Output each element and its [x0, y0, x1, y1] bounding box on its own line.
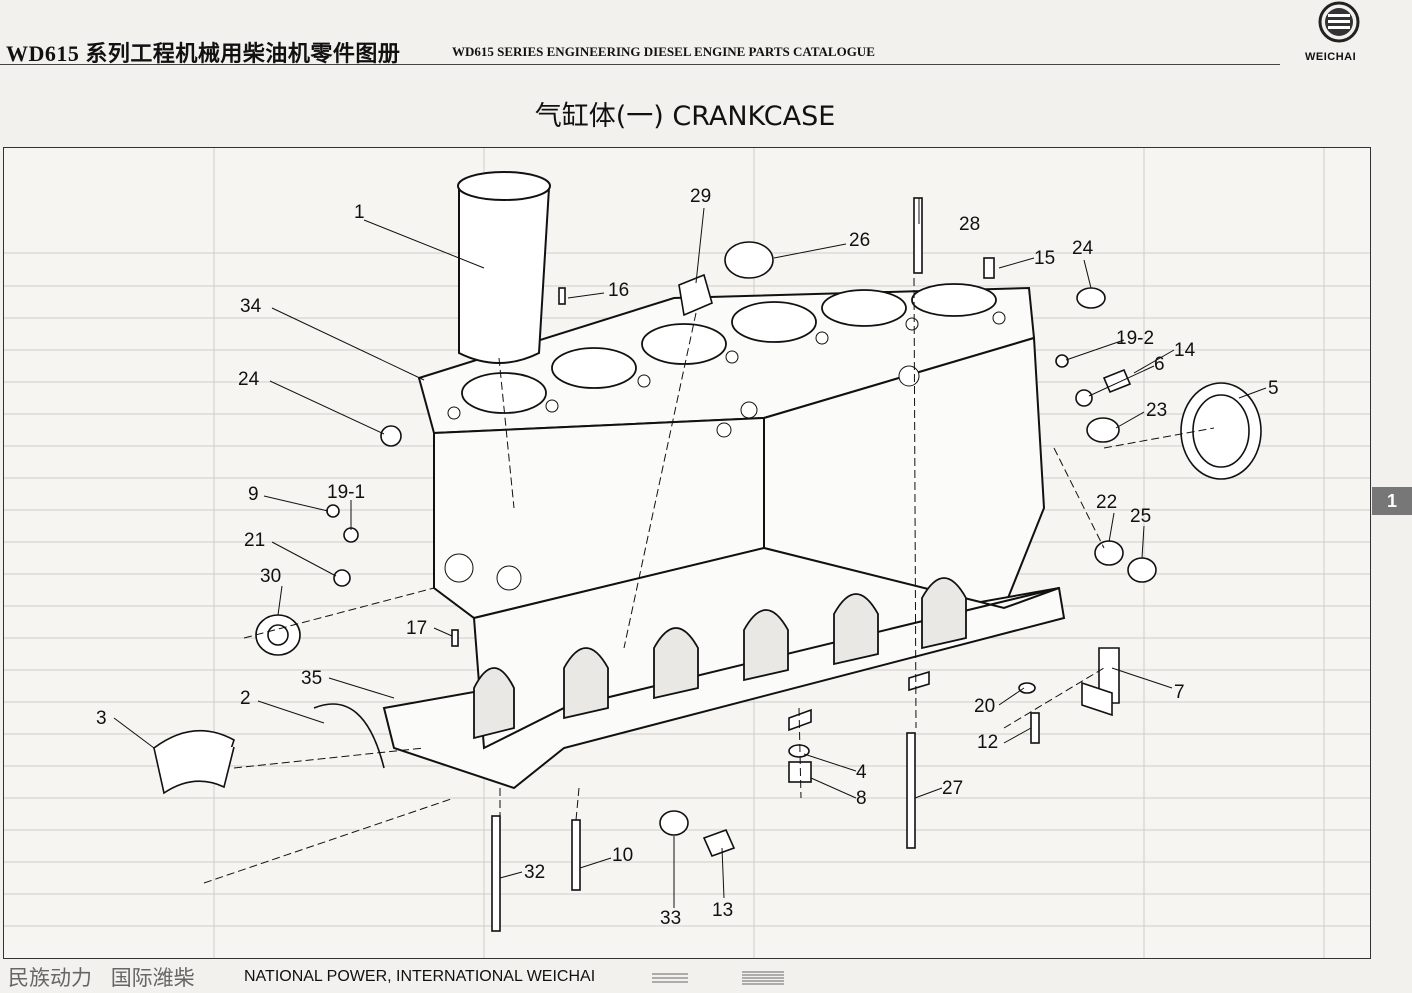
- callout-16: 16: [608, 280, 629, 301]
- callout-22: 22: [1096, 492, 1117, 513]
- callout-13: 13: [712, 900, 733, 921]
- section-tab: 1: [1372, 487, 1412, 515]
- callout-17: 17: [406, 618, 427, 639]
- callout-1: 1: [354, 202, 365, 223]
- footer-slogan-cn: 民族动力 国际潍柴: [8, 962, 207, 992]
- callout-12: 12: [977, 732, 998, 753]
- callout-24-right: 24: [1072, 238, 1094, 259]
- callout-14: 14: [1174, 340, 1196, 361]
- callout-28: 28: [959, 214, 980, 235]
- footer-stripes-icon: [652, 971, 784, 985]
- callout-5: 5: [1268, 378, 1279, 399]
- callout-21: 21: [244, 530, 265, 551]
- callout-6: 6: [1154, 354, 1165, 375]
- header-title-en: WD615 SERIES ENGINEERING DIESEL ENGINE P…: [452, 44, 875, 59]
- diagram-frame: 1 2 3 4 5 6 7 8 9 10 12 13 14 15 16 17 1…: [3, 147, 1371, 959]
- callout-9: 9: [248, 484, 259, 505]
- callout-35: 35: [301, 668, 322, 689]
- header-rule: [0, 64, 1280, 65]
- callout-27: 27: [942, 778, 963, 799]
- callout-4: 4: [856, 762, 867, 783]
- callout-15: 15: [1034, 248, 1055, 269]
- callout-32: 32: [524, 862, 545, 883]
- callout-19-2: 19-2: [1116, 328, 1154, 349]
- page-title: 气缸体(一) CRANKCASE: [534, 101, 836, 132]
- footer-slogan-cn-1: 民族动力: [8, 966, 92, 990]
- callout-2: 2: [240, 688, 251, 709]
- callout-25: 25: [1130, 506, 1151, 527]
- callout-3: 3: [96, 708, 107, 729]
- callout-24-left: 24: [238, 369, 260, 390]
- weichai-logo-icon: [1318, 1, 1360, 43]
- logo-label: WEICHAI: [1305, 51, 1357, 63]
- footer-slogan-en: NATIONAL POWER, INTERNATIONAL WEICHAI: [244, 968, 596, 985]
- callout-34: 34: [240, 296, 262, 317]
- callout-33: 33: [660, 908, 681, 929]
- callout-19-1: 19-1: [327, 482, 365, 503]
- callout-29: 29: [690, 186, 711, 207]
- callout-26: 26: [849, 230, 870, 251]
- footer-slogan-cn-2: 国际潍柴: [110, 966, 195, 990]
- callout-10: 10: [612, 845, 633, 866]
- callout-30: 30: [260, 566, 281, 587]
- callout-7: 7: [1174, 682, 1185, 703]
- callout-23: 23: [1146, 400, 1167, 421]
- crankcase-exploded-diagram: 1 2 3 4 5 6 7 8 9 10 12 13 14 15 16 17 1…: [4, 148, 1370, 958]
- callout-20: 20: [974, 696, 995, 717]
- header-title-cn: WD615 系列工程机械用柴油机零件图册: [6, 41, 401, 66]
- callout-8: 8: [856, 788, 867, 809]
